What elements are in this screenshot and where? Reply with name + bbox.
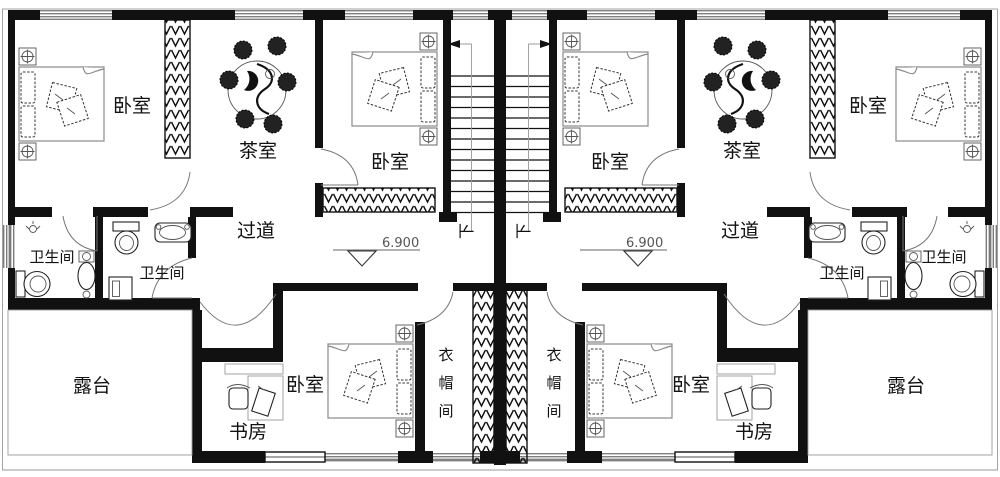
room-label-bedroom-top-right: 卧室	[849, 95, 887, 117]
room-label-hallway-right: 过道	[721, 220, 759, 242]
room-label-study-left: 书房	[229, 421, 267, 443]
room-label-terrace-right: 露台	[887, 375, 925, 397]
room-label-study-right: 书房	[735, 421, 773, 443]
room-label-tea-room-left: 茶室	[239, 140, 277, 162]
elevation-value-right: 6.900	[626, 236, 663, 251]
room-label-bedroom-bottom-right: 卧室	[672, 374, 710, 396]
room-label-cloakroom-right-char3: 间	[546, 402, 561, 420]
room-label-cloakroom-right-char2: 帽	[546, 374, 561, 392]
room-label-cloakroom-left-char2: 帽	[438, 374, 453, 392]
room-label-bedroom-center-left: 卧室	[371, 151, 409, 173]
room-label-bathroom-left-inner: 卫生间	[139, 264, 184, 282]
room-label-bedroom-bottom-left: 卧室	[286, 374, 324, 396]
stairs-down-label-left: 下	[457, 223, 476, 239]
room-label-bedroom-center-right: 卧室	[591, 151, 629, 173]
room-label-cloakroom-left-char3: 间	[438, 402, 453, 420]
room-label-terrace-left: 露台	[73, 375, 111, 397]
room-label-bedroom-top-left: 卧室	[113, 95, 151, 117]
stairs-down-label-right: 下	[514, 223, 533, 239]
room-label-cloakroom-right-char1: 衣	[546, 346, 561, 364]
room-label-bathroom-right-inner: 卫生间	[819, 264, 864, 282]
elevation-value-left: 6.900	[382, 236, 419, 251]
room-label-bathroom-right-outer: 卫生间	[921, 248, 966, 266]
room-label-hallway-left: 过道	[237, 220, 275, 242]
room-labels: 卧室 茶室 卧室 过道 卫生间 卫生间 露台 书房 卧室 衣 帽 间 下 6.9…	[29, 95, 966, 443]
room-label-cloakroom-left-char1: 衣	[438, 346, 453, 364]
room-label-bathroom-left-outer: 卫生间	[29, 248, 74, 266]
room-label-tea-room-right: 茶室	[723, 140, 761, 162]
